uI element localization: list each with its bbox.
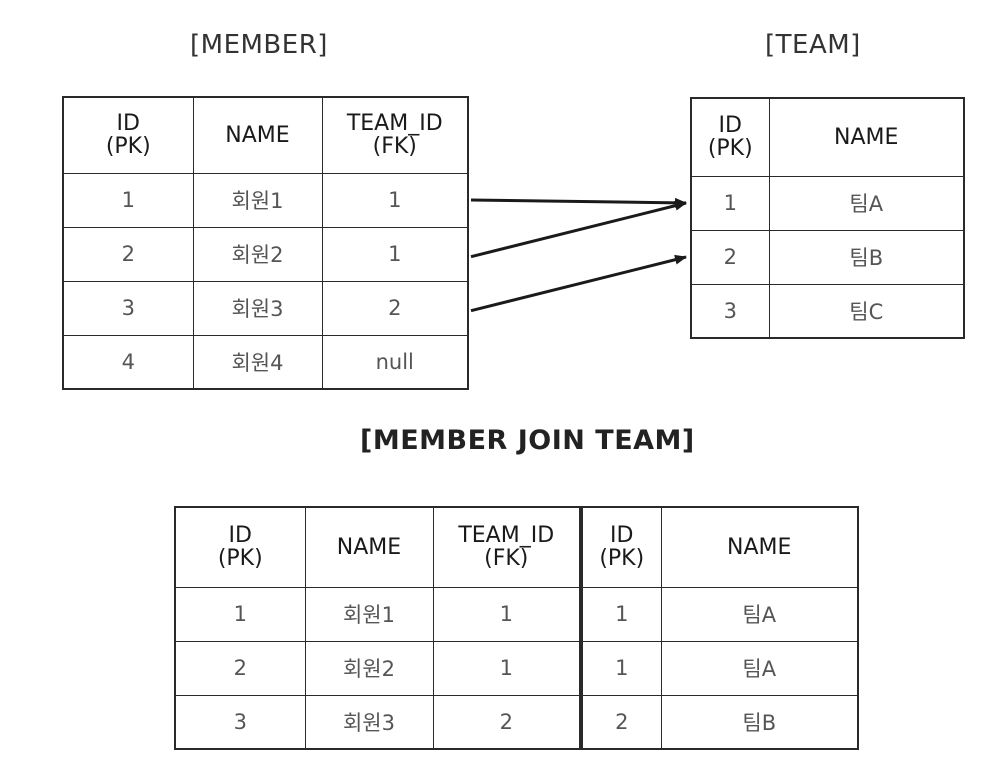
join-table-cell: 회원2: [304, 640, 434, 696]
join-header-cell: NAME: [660, 506, 859, 588]
member-table-cell: 4: [62, 334, 194, 390]
member-table-cell: 1: [62, 172, 194, 228]
member-table-cell: 1: [321, 172, 469, 228]
join-table-cell: 1: [174, 586, 306, 642]
team-table-cell: 팀A: [768, 175, 965, 231]
join-table-cell: 2: [432, 694, 582, 750]
team-header-cell: NAME: [768, 97, 965, 177]
join-table-cell: 1: [579, 640, 662, 696]
join-table-cell: 팀B: [660, 694, 859, 750]
member-table-title: [MEMBER]: [190, 30, 328, 60]
member-table-cell: 회원2: [192, 226, 323, 282]
team-table-cell: 팀C: [768, 283, 965, 339]
foreign-key-arrow: [470, 254, 687, 313]
join-table-cell: 회원1: [304, 586, 434, 642]
join-table-cell: 1: [432, 640, 582, 696]
member-table-cell: 3: [62, 280, 194, 336]
team-table-cell: 3: [690, 283, 770, 339]
join-table-cell: 3: [174, 694, 306, 750]
member-table-cell: 회원1: [192, 172, 323, 228]
foreign-key-arrow: [470, 197, 687, 208]
team-header-row: ID (PK)NAME: [690, 97, 965, 177]
join-table-cell: 1: [579, 586, 662, 642]
member-table-cell: 회원3: [192, 280, 323, 336]
member-table-cell: 2: [62, 226, 194, 282]
member-table-cell: null: [321, 334, 469, 390]
join-table-cell: 2: [579, 694, 662, 750]
team-table-cell: 2: [690, 229, 770, 285]
team-header-cell: ID (PK): [690, 97, 770, 177]
team-table-cell: 1: [690, 175, 770, 231]
member-header-cell: TEAM_ID (FK): [321, 96, 469, 174]
join-table-cell: 회원3: [304, 694, 434, 750]
join-header-cell: ID (PK): [174, 506, 306, 588]
join-table-title: [MEMBER JOIN TEAM]: [360, 425, 695, 456]
team-table-title: [TEAM]: [765, 30, 861, 60]
member-table-cell: 회원4: [192, 334, 323, 390]
foreign-key-arrow: [470, 200, 687, 259]
join-table-cell: 팀A: [660, 586, 859, 642]
join-table-cell: 팀A: [660, 640, 859, 696]
join-table-cell: 2: [174, 640, 306, 696]
